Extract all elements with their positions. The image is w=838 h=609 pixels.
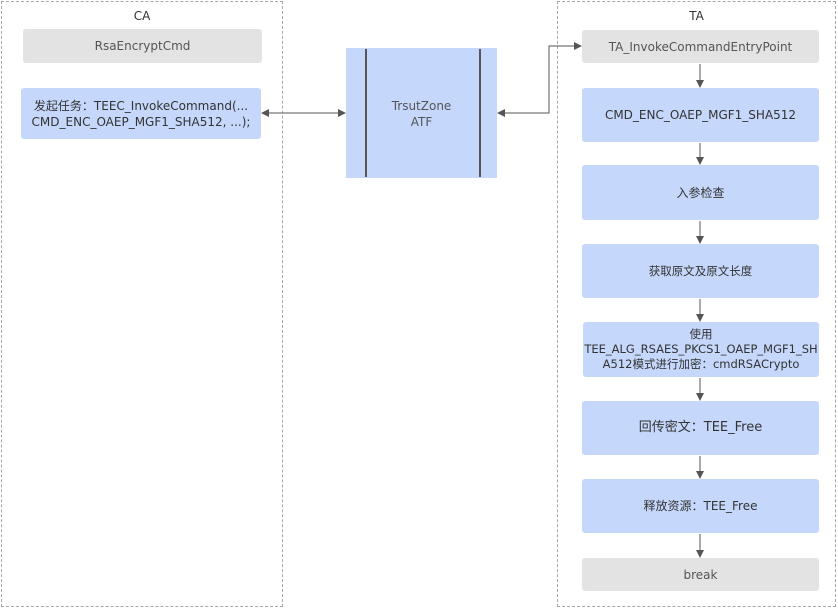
ca-cmd-node: RsaEncryptCmd [23, 29, 262, 63]
trustzone-label-line1: TrsutZone [391, 99, 452, 113]
ta-step-get-plaintext-label: 获取原文及原文长度 [648, 264, 753, 278]
ta-step-param-check-label: 入参检查 [676, 185, 725, 200]
ta-step-encrypt-line2: TEE_ALG_RSAES_PKCS1_OAEP_MGF1_SH [584, 342, 818, 356]
ca-lane: CA [1, 1, 283, 607]
trustzone-label: TrsutZone ATF [347, 98, 496, 130]
ca-invoke-task-line2: CMD_ENC_OAEP_MGF1_SHA512, ...); [31, 114, 251, 129]
ca-lane-title: CA [133, 9, 151, 23]
ta-step-release-resources: 释放资源：TEE_Free [582, 479, 819, 533]
ta-lane: TA [557, 1, 836, 607]
ta-lane-title: TA [689, 9, 704, 23]
trustzone-label-line2: ATF [410, 115, 433, 129]
trustzone-left-divider [365, 49, 367, 177]
ta-step-return-ciphertext: 回传密文：TEE_Free [582, 401, 819, 455]
ta-entry-node: TA_InvokeCommandEntryPoint [582, 30, 819, 63]
ca-invoke-task-line1: 发起任务：TEEC_InvokeCommand(... [33, 98, 249, 113]
ta-step-param-check: 入参检查 [582, 165, 819, 220]
trustzone-right-divider [479, 49, 481, 177]
ta-step-encrypt: 使用 TEE_ALG_RSAES_PKCS1_OAEP_MGF1_SH A512… [583, 322, 819, 377]
ca-invoke-task-node: 发起任务：TEEC_InvokeCommand(... CMD_ENC_OAEP… [21, 88, 261, 139]
ta-break-label: break [683, 567, 718, 582]
ta-break-node: break [582, 558, 819, 591]
ta-step-release-resources-label: 释放资源：TEE_Free [643, 499, 758, 513]
ca-cmd-label: RsaEncryptCmd [94, 39, 191, 53]
ta-step-return-ciphertext-label: 回传密文：TEE_Free [638, 420, 763, 435]
ta-step-cmd-enc: CMD_ENC_OAEP_MGF1_SHA512 [582, 88, 819, 142]
ta-step-encrypt-line3: A512模式进行加密：cmdRSACrypto [602, 357, 800, 371]
ta-entry-label: TA_InvokeCommandEntryPoint [608, 39, 793, 54]
trustzone-node: TrsutZone ATF [346, 48, 497, 178]
ta-step-encrypt-line1: 使用 [689, 327, 713, 341]
ta-step-cmd-enc-label: CMD_ENC_OAEP_MGF1_SHA512 [604, 108, 797, 122]
ta-step-get-plaintext: 获取原文及原文长度 [582, 244, 819, 298]
